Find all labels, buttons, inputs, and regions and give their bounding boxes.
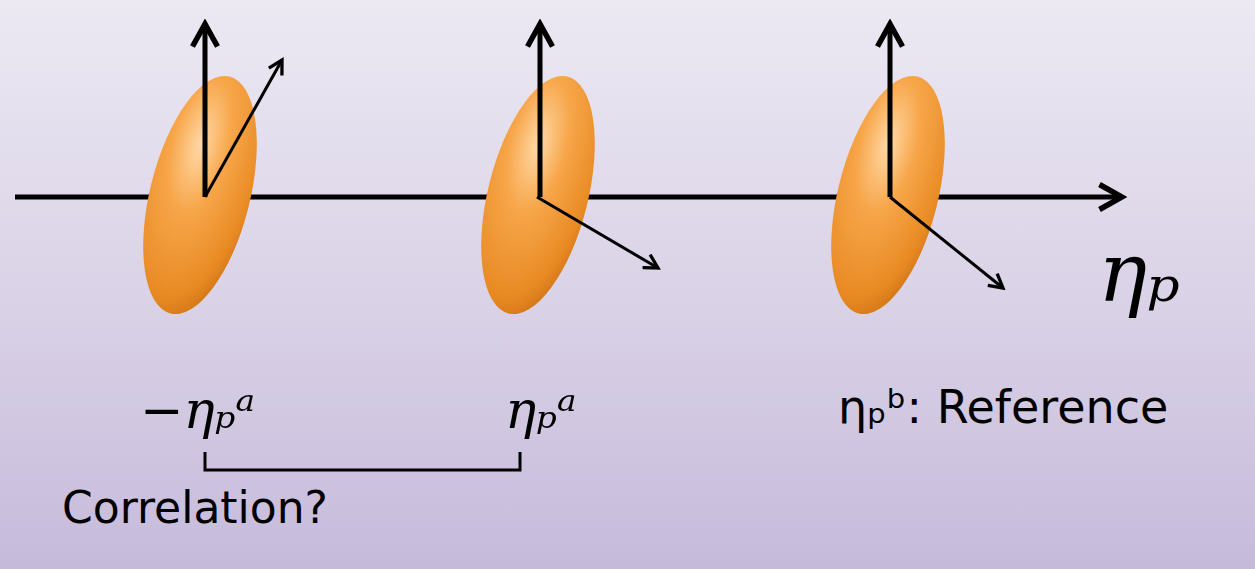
event-plane-vector <box>537 197 658 268</box>
vertical-axis <box>888 24 893 197</box>
axis-label: ηₚ <box>1098 228 1180 318</box>
event-plane-vector <box>205 60 282 197</box>
fireball-slice <box>122 65 278 326</box>
reference-label: ηₚᵇ: Reference <box>838 382 1168 433</box>
vertical-axis <box>203 24 208 197</box>
correlation-bracket <box>205 452 520 470</box>
position-label: ηₚᵃ <box>505 382 576 439</box>
vertical-axis <box>538 24 543 197</box>
event-plane-vector <box>890 197 1003 288</box>
position-label: −ηₚᵃ <box>140 382 255 439</box>
question-label: Correlation? <box>62 484 328 532</box>
